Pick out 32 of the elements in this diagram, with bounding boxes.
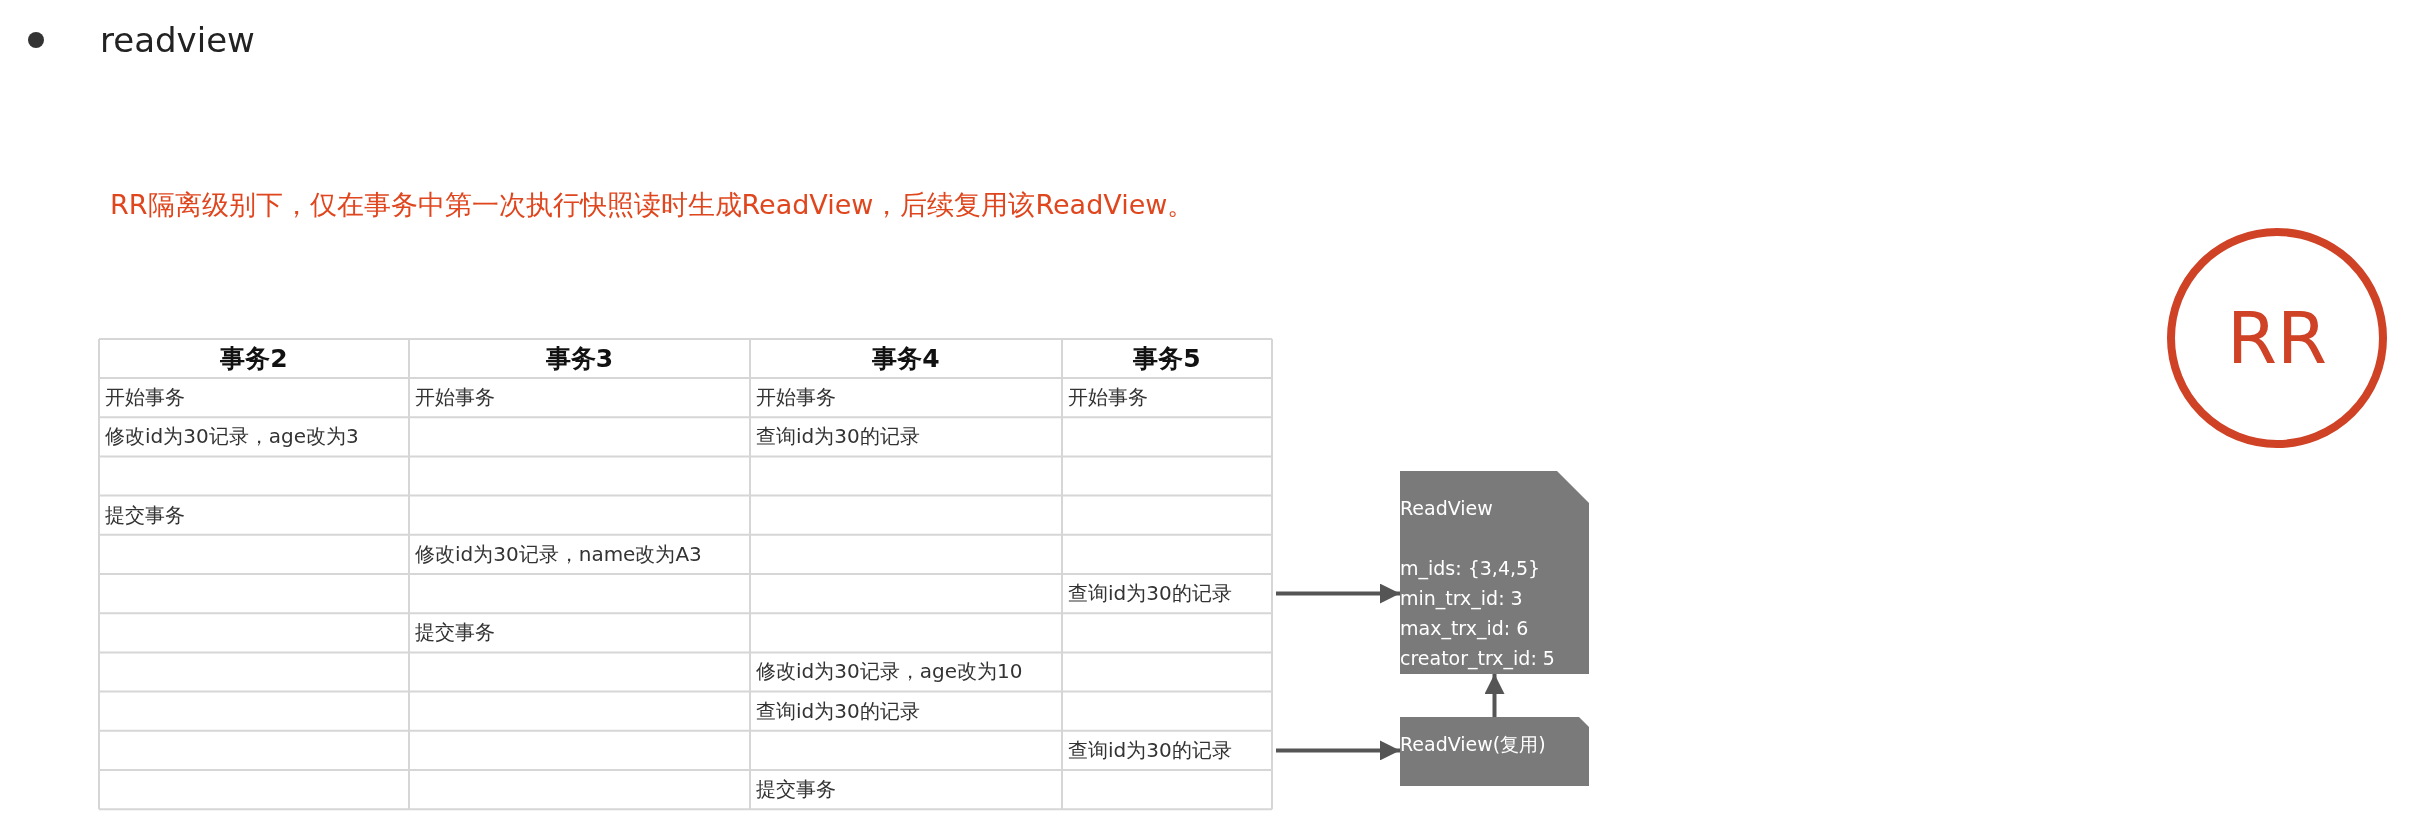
table-cell-text: 开始事务 [1067, 384, 1149, 412]
field-text: min_trx_id: 3 [1400, 586, 1523, 612]
field-text: max_trx_id: 6 [1400, 616, 1529, 642]
table-cell-text: 查询id为30的记录 [1062, 574, 1272, 614]
note-text: RR隔离级别下，仅在事务中第一次执行快照读时生成ReadView，后续复用该ReadView。 [110, 188, 1196, 222]
card-title: ReadView(复用) [1400, 732, 1546, 757]
table-cell-text: 查询id为30的记录 [755, 697, 921, 725]
arrow [1276, 583, 1400, 604]
table-cell-text: 提交事务 [755, 776, 837, 804]
table-cell-text: 查询id为30的记录 [755, 423, 921, 451]
table-cell-text: 修改id为30记录，age改为3 [104, 423, 360, 451]
field-text: creator_trx_id: 5 [1400, 646, 1555, 672]
mode-label: RR [2225, 295, 2329, 382]
readview-card [1400, 471, 1589, 674]
column-header: 事务4 [871, 343, 941, 375]
heading: readview [100, 19, 256, 62]
arrow [1276, 740, 1400, 761]
card-title: ReadView [1400, 496, 1493, 521]
table-cell-text: 开始事务 [755, 384, 837, 412]
field-text: m_ids: {3,4,5} [1400, 556, 1541, 582]
column-header: 事务5 [1132, 343, 1202, 375]
readview-card [1400, 717, 1589, 786]
column-header: 事务2 [219, 343, 289, 375]
table-cell-text: 修改id为30记录，name改为A3 [414, 540, 703, 568]
arrow [1484, 674, 1505, 717]
table-cell-text: 开始事务 [104, 384, 186, 412]
column-header: 事务3 [544, 343, 615, 375]
table-cell-text: 修改id为30记录，age改为10 [755, 658, 1024, 686]
table-cell-text: 查询id为30的记录 [1062, 730, 1272, 770]
table-cell-text: 提交事务 [414, 619, 496, 647]
table-cell-text: 开始事务 [414, 384, 496, 412]
table-cell-text: 提交事务 [104, 501, 186, 529]
